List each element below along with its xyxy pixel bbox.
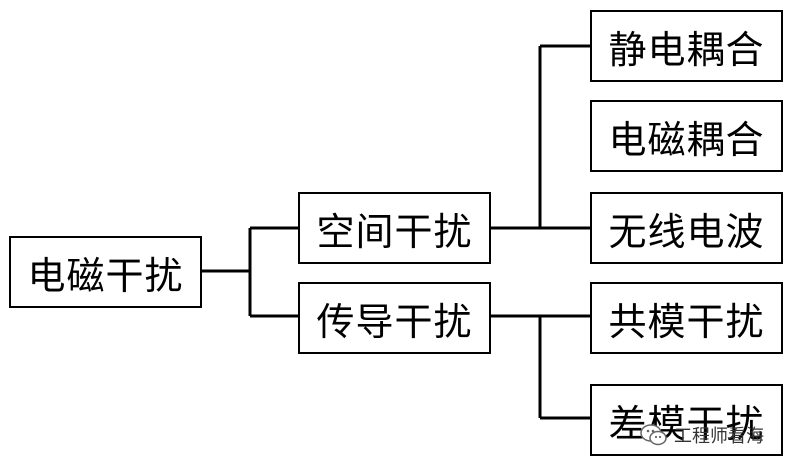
node-electromagnetic-coupling-label: 电磁耦合 xyxy=(608,117,765,162)
node-radio-waves: 无线电波 xyxy=(590,192,783,264)
watermark-text: 工程师看海 xyxy=(674,426,764,447)
node-electrostatic-coupling-label: 静电耦合 xyxy=(608,27,765,72)
node-electromagnetic-coupling: 电磁耦合 xyxy=(590,100,783,172)
node-conducted-interference-label: 传导干扰 xyxy=(316,299,473,344)
node-spatial-interference: 空间干扰 xyxy=(298,192,491,264)
node-root: 电磁干扰 xyxy=(9,236,202,308)
node-common-mode-interference: 共模干扰 xyxy=(590,282,783,354)
node-spatial-interference-label: 空间干扰 xyxy=(316,209,473,254)
node-differential-mode-interference: 差模干扰 xyxy=(590,384,783,456)
node-differential-mode-interference-label: 差模干扰 xyxy=(608,401,765,446)
node-electrostatic-coupling: 静电耦合 xyxy=(590,10,783,82)
node-common-mode-interference-label: 共模干扰 xyxy=(608,299,765,344)
node-conducted-interference: 传导干扰 xyxy=(298,282,491,354)
wechat-icon xyxy=(640,423,668,447)
node-radio-waves-label: 无线电波 xyxy=(608,209,765,254)
watermark: 工程师看海 xyxy=(640,420,764,450)
node-root-label: 电磁干扰 xyxy=(27,253,184,298)
